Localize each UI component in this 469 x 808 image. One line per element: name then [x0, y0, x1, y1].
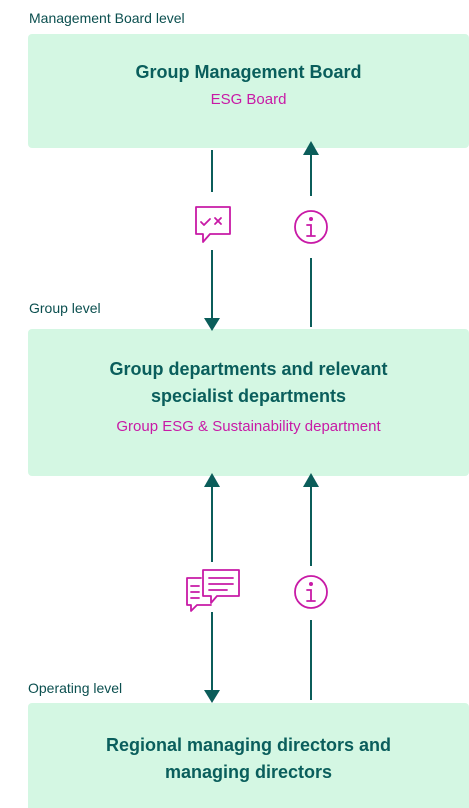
group-management-board-box: Group Management Board ESG Board — [28, 34, 469, 148]
esg-board-subtitle: ESG Board — [210, 91, 287, 108]
arrowhead-down-to-operating — [204, 690, 220, 703]
info-icon — [294, 210, 328, 244]
group-departments-title-line2: specialist departments — [150, 386, 347, 406]
group-management-board-title: Group Management Board — [135, 62, 362, 82]
regional-directors-box: Regional managing directors and managing… — [28, 703, 469, 808]
group-departments-box: Group departments and relevant specialis… — [28, 329, 469, 476]
info-icon — [294, 575, 328, 609]
group-level-label: Group level — [29, 300, 101, 316]
group-esg-department-subtitle: Group ESG & Sustainability department — [116, 418, 381, 435]
chat-check-cross-icon — [195, 206, 231, 243]
regional-directors-title-line2: managing directors — [164, 762, 333, 782]
chat-documents-icon — [186, 569, 240, 612]
group-departments-title-line1: Group departments and relevant — [109, 359, 388, 379]
regional-directors-title-line1: Regional managing directors and — [105, 735, 392, 755]
management-board-level-label: Management Board level — [29, 10, 185, 26]
operating-level-label: Operating level — [28, 680, 123, 696]
